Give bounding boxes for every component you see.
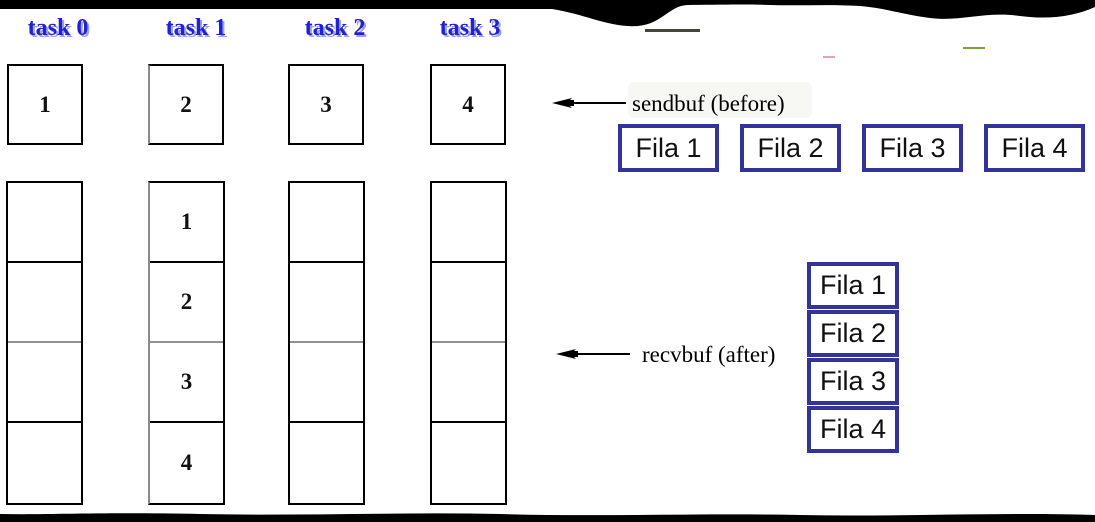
erase-artifact: [645, 29, 700, 32]
recvbuf-cell: [432, 263, 505, 343]
recvbuf-cell: 4: [180, 450, 193, 475]
recvbuf-cell: [290, 183, 363, 263]
bottom-black-bar: [0, 513, 1095, 522]
task-1-label: task 1: [165, 15, 227, 41]
recvbuf-cell: 3: [150, 343, 223, 423]
recvbuf-cell: [290, 263, 363, 343]
task-3-sendbuf-value: 4: [462, 91, 474, 117]
task-2-sendbuf-box: 3: [288, 64, 364, 145]
sendbuf-label: sendbuf (before): [632, 91, 785, 116]
fila-stack-label-3: Fila 3: [819, 366, 887, 396]
fila-row-label-1: Fila 1: [635, 132, 702, 163]
fila-row-box-4: Fila 4: [984, 124, 1085, 172]
task-1-sendbuf-box: 2: [148, 64, 224, 145]
fila-stack-box-3: Fila 3: [807, 358, 899, 405]
recvbuf-cell: [8, 343, 81, 423]
recvbuf-cell: [8, 263, 81, 343]
task-1-sendbuf-value: 2: [180, 91, 192, 117]
recvbuf-arrow: [556, 349, 630, 359]
task-1-recvbuf-column: 1 2 3 4: [148, 181, 225, 505]
task-3-sendbuf-box: 4: [430, 64, 506, 145]
fila-stack-label-4: Fila 4: [819, 414, 887, 444]
task-3-recvbuf-column: [430, 181, 507, 505]
fila-row-label-4: Fila 4: [1001, 132, 1068, 163]
erase-artifact: [963, 47, 985, 49]
task-2-recvbuf-column: [288, 181, 365, 505]
fila-stack-label-2: Fila 2: [819, 318, 887, 348]
fila-stack-box-4: Fila 4: [807, 406, 899, 453]
recvbuf-cell: [432, 343, 505, 423]
recvbuf-cell: [290, 423, 363, 503]
recvbuf-cell: 2: [150, 263, 223, 343]
task-3-label: task 3: [439, 15, 501, 41]
recvbuf-cell: [8, 423, 81, 503]
recvbuf-label: recvbuf (after): [642, 342, 776, 367]
task-2-sendbuf-value: 3: [320, 91, 332, 117]
recvbuf-cell: 1: [150, 183, 223, 263]
fila-stack-box-2: Fila 2: [807, 310, 899, 357]
erase-artifact: [823, 56, 835, 58]
top-black-bar: [0, 0, 1095, 27]
task-0-sendbuf-value: 1: [39, 91, 51, 117]
fila-row-box-3: Fila 3: [862, 124, 963, 172]
fila-row-label-3: Fila 3: [879, 132, 946, 163]
task-0-sendbuf-box: 1: [7, 64, 83, 145]
fila-stack-box-1: Fila 1: [807, 262, 899, 309]
fila-row-box-2: Fila 2: [740, 124, 841, 172]
erased-area: [628, 82, 812, 118]
fila-row-label-2: Fila 2: [757, 132, 824, 163]
fila-row-box-1: Fila 1: [618, 124, 719, 172]
sendbuf-arrow: [552, 98, 626, 108]
task-2-label: task 2: [304, 15, 366, 41]
recvbuf-cell: [432, 183, 505, 263]
task-0-label: task 0: [27, 15, 89, 41]
recvbuf-cell: [8, 183, 81, 263]
recvbuf-cell: [290, 343, 363, 423]
task-0-recvbuf-column: [6, 181, 83, 505]
recvbuf-cell: [432, 423, 505, 503]
fila-stack-label-1: Fila 1: [819, 270, 887, 300]
